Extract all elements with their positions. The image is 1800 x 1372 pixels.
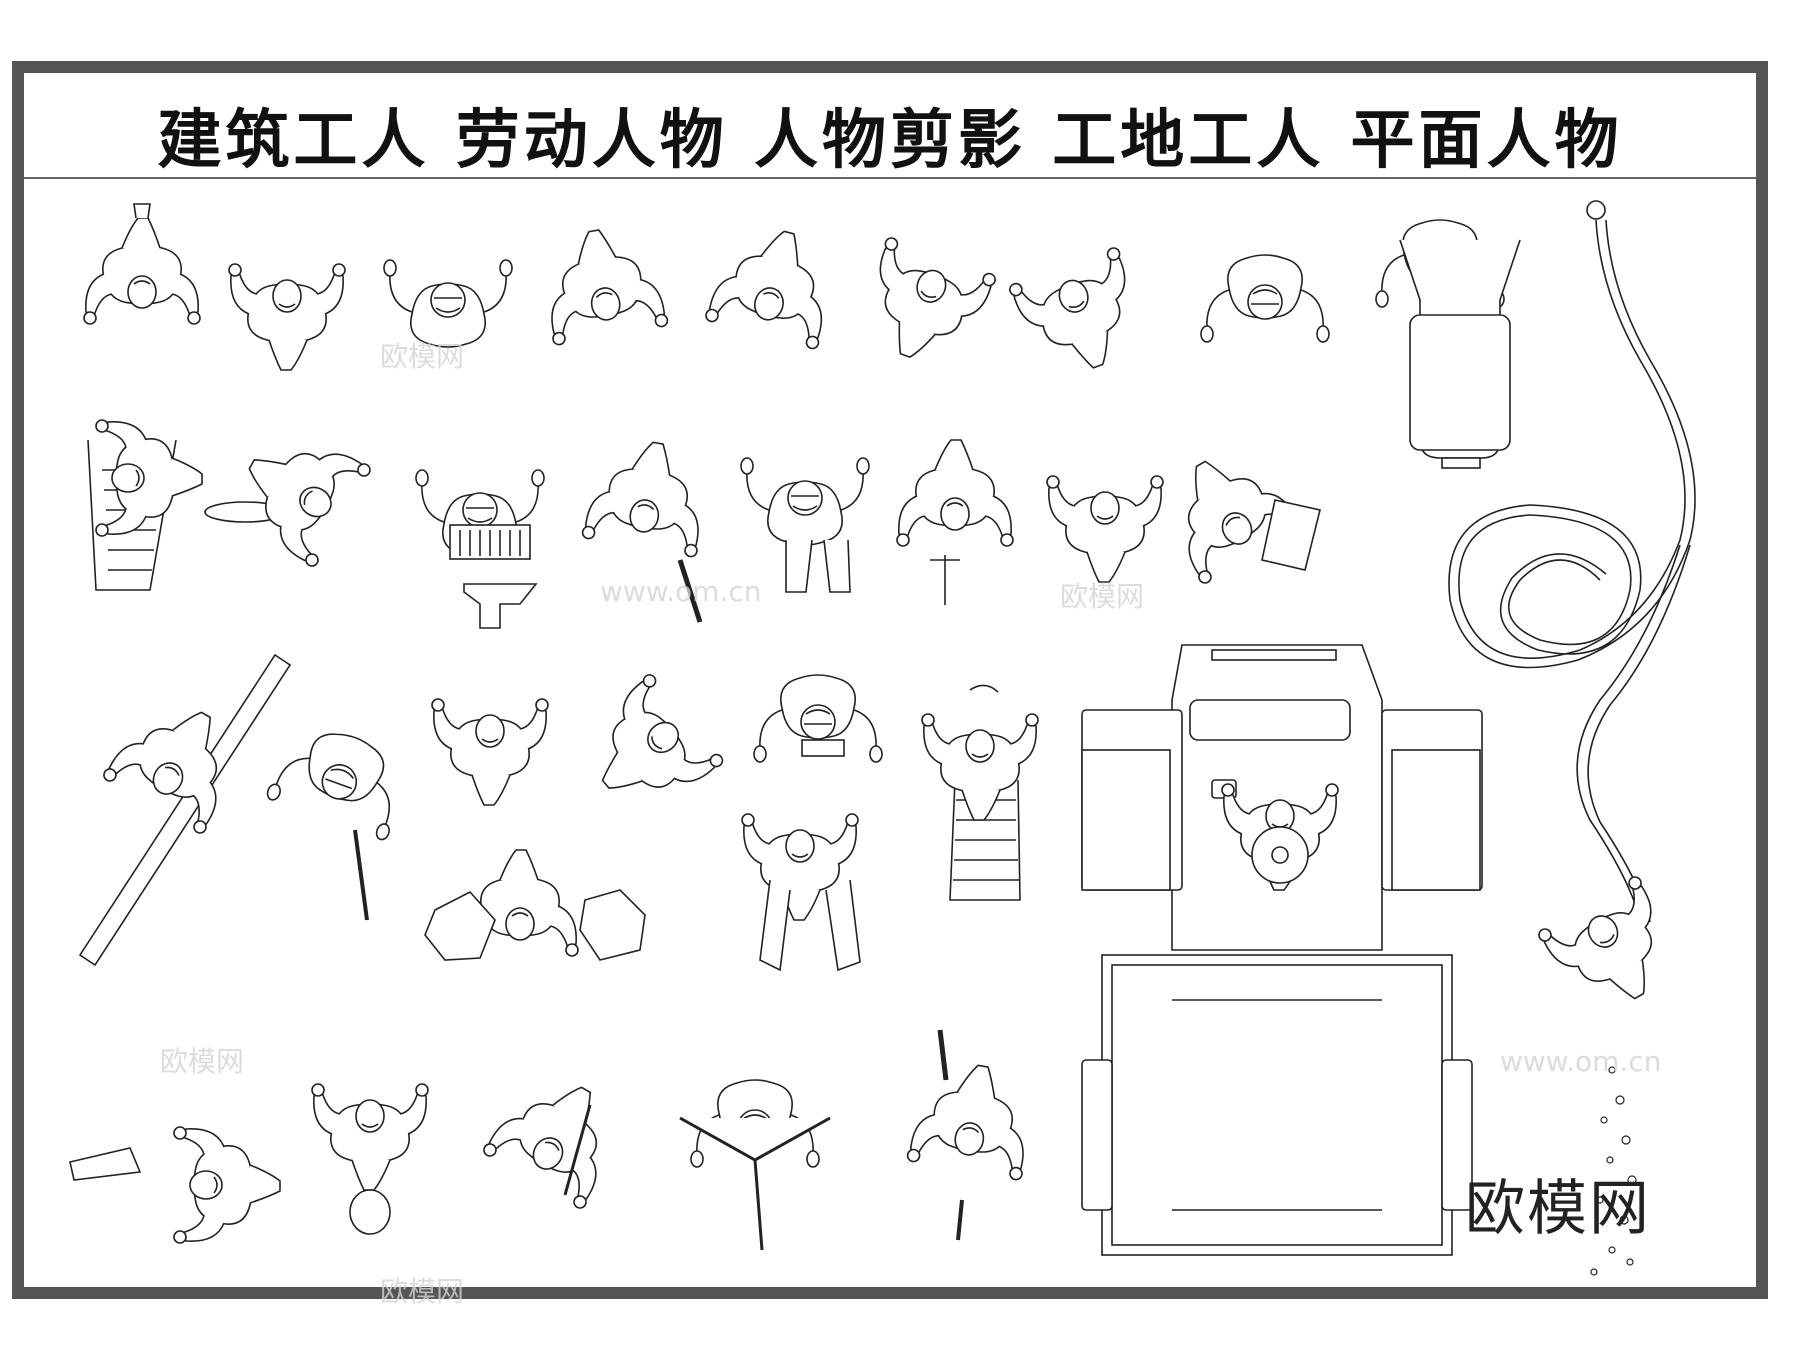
worker-figure (1007, 245, 1155, 387)
wheelbarrow-worker (1375, 219, 1521, 469)
watermark: 欧模网 (1060, 580, 1145, 613)
row-1-workers (83, 203, 1330, 387)
hose-icon (1448, 200, 1696, 923)
worker-figure (383, 259, 513, 348)
brand-logo: 欧模网 (1465, 1174, 1651, 1244)
watermark: www.om.cn (600, 575, 762, 608)
plank-icon (78, 653, 292, 967)
drill-icon (677, 559, 703, 623)
watermark: 欧模网 (380, 1275, 465, 1308)
row-3-workers (78, 653, 1039, 972)
worker-figure (228, 263, 346, 371)
worker-figure (534, 220, 670, 347)
wheelbarrow-bin (1409, 314, 1511, 451)
saw-icon (353, 829, 369, 921)
worker-figure (703, 216, 845, 351)
row-2-workers (87, 413, 1321, 629)
tripod-icon (679, 1116, 831, 1251)
jackhammer-icon (930, 555, 960, 605)
watermark: 欧模网 (380, 340, 465, 373)
row-4-workers (69, 1029, 1041, 1251)
worker-figure (850, 235, 998, 377)
worker-figure (1200, 254, 1330, 343)
watermark: 欧模网 (160, 1045, 245, 1078)
road-roller-icon (1081, 644, 1483, 1256)
worker-figure (83, 203, 201, 325)
watermark: www.om.cn (1500, 1045, 1662, 1078)
water-spray (1590, 1066, 1637, 1276)
worker-figure (1535, 874, 1692, 1026)
page-title: 建筑工人 劳动人物 人物剪影 工地工人 平面人物 (157, 104, 1623, 178)
title-bar: 建筑工人 劳动人物 人物剪影 工地工人 平面人物 (24, 73, 1756, 179)
